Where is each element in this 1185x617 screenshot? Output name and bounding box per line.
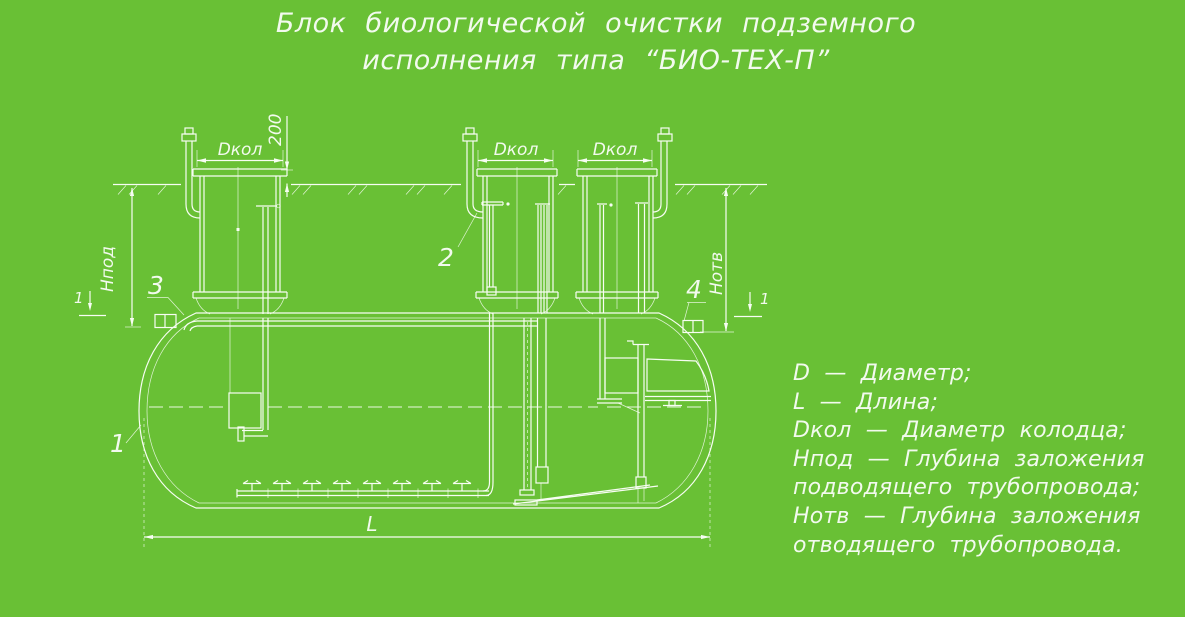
dkol-label-3: Dкол xyxy=(593,140,638,160)
well1-riser-pipe xyxy=(256,205,276,314)
inlet-stub xyxy=(154,313,177,329)
ground-line xyxy=(113,183,767,195)
svg-text:3: 3 xyxy=(148,271,164,300)
dimension-dkol-well1: Dкол xyxy=(196,140,284,167)
title-line-2: исполнения типа “БИО-ТЕХ-П” xyxy=(362,45,830,76)
legend: D — Диаметр; L — Длина; Dкол — Диаметр к… xyxy=(793,361,1144,558)
well-3 xyxy=(575,127,673,315)
outlet-riser-pipe xyxy=(627,340,649,477)
legend-line-d: D — Диаметр; xyxy=(793,361,972,386)
aerator xyxy=(236,313,494,498)
drawing-title: Блок биологической очистки подземного ис… xyxy=(276,8,916,76)
section-mark-right: 1 xyxy=(734,290,770,318)
well3-pipe-b xyxy=(635,202,648,313)
dimension-200: 200 xyxy=(266,114,293,197)
legend-line-hpod-2: подводящего трубопровода; xyxy=(793,475,1140,500)
tank-body xyxy=(138,312,717,509)
biofilter-block-right xyxy=(646,358,710,392)
right-compartment xyxy=(512,318,711,506)
vent-pipe-1 xyxy=(181,127,201,219)
dimension-dkol-well2: Dкол xyxy=(477,140,554,167)
partition-wall xyxy=(599,318,606,399)
outlet-stub xyxy=(682,319,704,334)
callout-1-tank: 1 xyxy=(110,424,142,458)
valve-t-handle xyxy=(481,201,504,296)
legend-line-hotv-2: отводящего трубопровода. xyxy=(793,533,1123,558)
well-2 xyxy=(462,127,559,315)
well3-pipe-a xyxy=(597,203,607,313)
dimension-dkol-well3: Dкол xyxy=(577,140,653,167)
airlift-pipe xyxy=(242,318,269,437)
legend-line-dkol: Dкол — Диаметр колодца; xyxy=(793,418,1127,443)
hotv-label: Hотв xyxy=(707,252,727,295)
svg-text:1: 1 xyxy=(760,290,770,308)
dimension-hotv: Hотв xyxy=(700,187,734,333)
length-label: L xyxy=(366,512,377,536)
callout-3-inlet: 3 xyxy=(147,271,185,316)
biofilter-block-left xyxy=(228,392,262,429)
dkol-label-2: Dкол xyxy=(494,140,539,160)
callout-4-outlet: 4 xyxy=(683,275,706,322)
ground-hatch xyxy=(117,185,759,195)
dimension-hpod: Hпод xyxy=(98,187,141,328)
section-mark-left: 1 xyxy=(74,289,106,317)
svg-text:2: 2 xyxy=(438,243,454,272)
hatched-block xyxy=(604,357,639,394)
perforated-pipe xyxy=(523,318,532,490)
dimension-length: L xyxy=(143,418,711,548)
well-1 xyxy=(181,127,288,315)
inlet-distribution-pipe xyxy=(183,320,537,332)
svg-text:4: 4 xyxy=(686,275,702,304)
well2-pipes xyxy=(535,203,550,313)
callout-2-well: 2 xyxy=(438,212,478,272)
legend-line-l: L — Длина; xyxy=(793,390,938,415)
title-line-1: Блок биологической очистки подземного xyxy=(276,8,916,39)
vent-pipe-3 xyxy=(652,127,673,219)
svg-text:1: 1 xyxy=(110,429,126,458)
svg-text:1: 1 xyxy=(74,289,84,307)
legend-line-hpod-1: Hпод — Глубина заложения xyxy=(793,447,1144,472)
left-compartment xyxy=(183,313,537,498)
transfer-pipe xyxy=(536,318,547,467)
dkol-label-1: Dкол xyxy=(218,140,263,160)
vent-pipe-2 xyxy=(462,127,484,219)
hpod-label: Hпод xyxy=(98,246,118,292)
air-diffusers xyxy=(242,479,472,491)
offset-200-label: 200 xyxy=(266,114,286,146)
legend-line-hotv-1: Hотв — Глубина заложения xyxy=(793,504,1141,529)
